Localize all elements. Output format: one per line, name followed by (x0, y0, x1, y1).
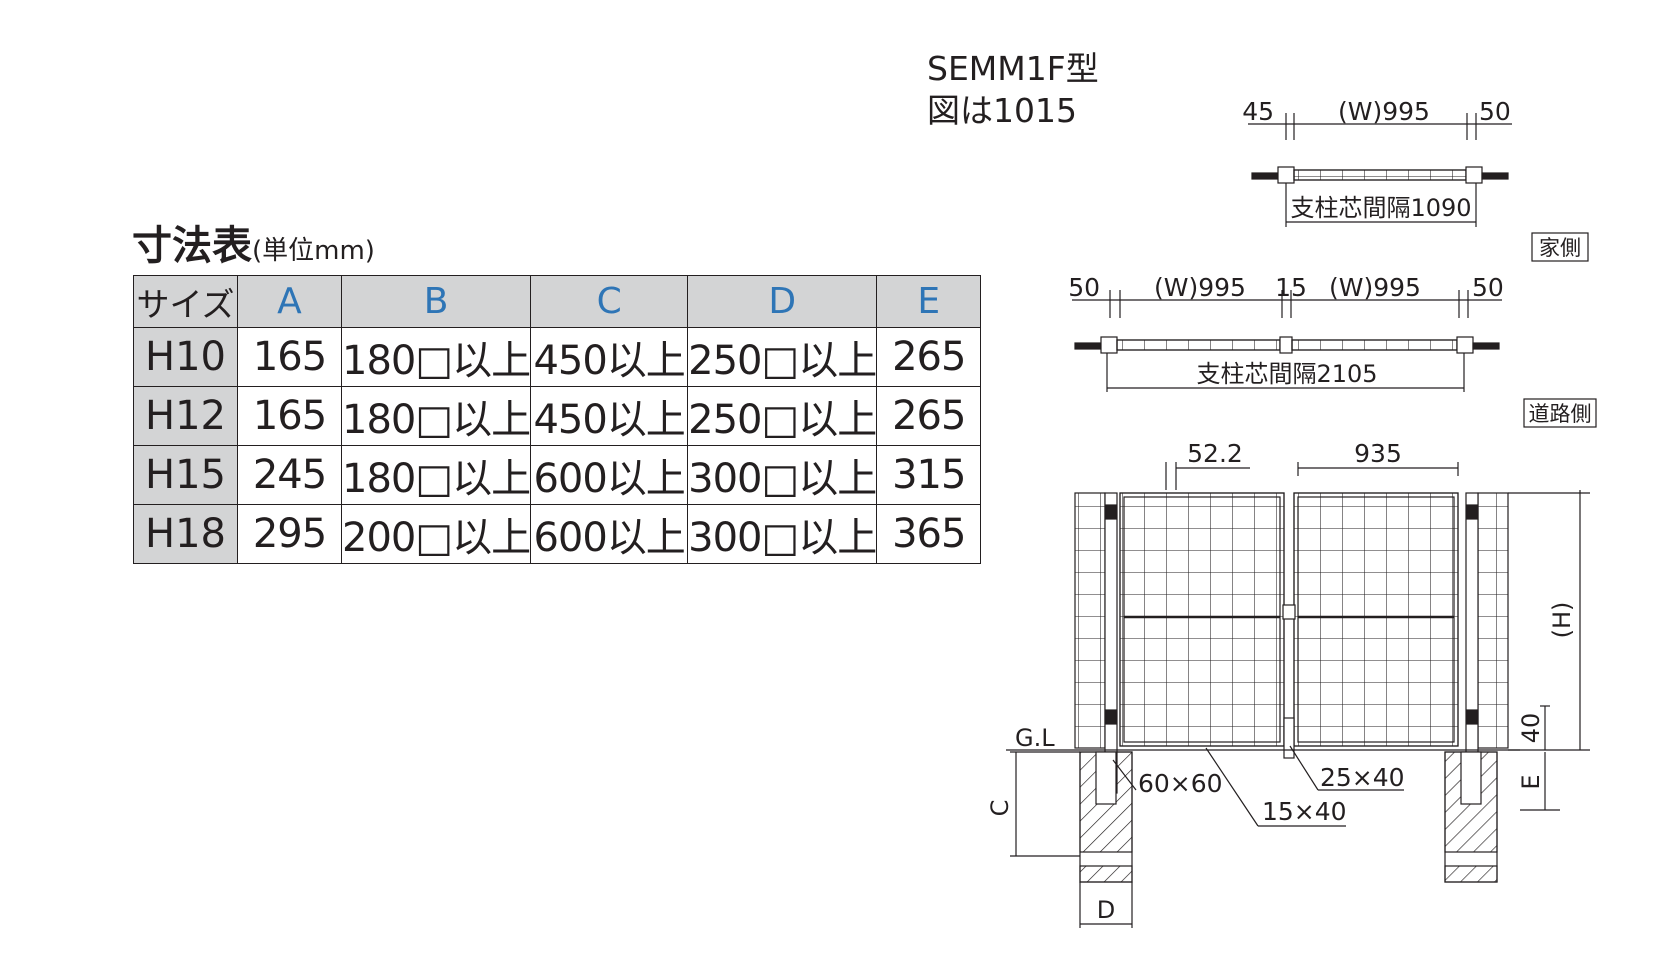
dim-left: 50 (1068, 273, 1100, 302)
header-d: D (687, 275, 878, 328)
dim-40: 40 (1517, 713, 1545, 744)
model-note: 図は1015 (927, 91, 1077, 130)
cell-c: 450以上 (530, 327, 689, 387)
cell-e: 265 (876, 386, 982, 446)
table-header-row: サイズ A B C D E (133, 275, 982, 328)
dim-center: 15 (1275, 273, 1307, 302)
table-row: H10 165 180□以上 450以上 250□以上 265 (133, 327, 982, 387)
cell-e: 265 (876, 327, 982, 387)
row-size: H12 (133, 386, 238, 446)
row-size: H10 (133, 327, 238, 387)
dimension-table: サイズ A B C D E H10 165 180□以上 450以上 250□以… (133, 275, 982, 564)
cell-d: 300□以上 (687, 504, 877, 564)
frame-side-size: 25×40 (1320, 763, 1405, 792)
label-c: C (986, 800, 1014, 817)
cell-b: 180□以上 (340, 327, 531, 387)
model-name: SEMM1F型 (927, 49, 1099, 88)
pitch-label: 支柱芯間隔2105 (1196, 360, 1377, 388)
cell-a: 165 (237, 327, 342, 387)
table-row: H15 245 180□以上 600以上 300□以上 315 (133, 445, 982, 505)
cell-a: 245 (237, 445, 342, 505)
plan-single: 45 (W)995 50 支柱芯間隔1090 家側 (1242, 97, 1589, 262)
table-row: H18 295 200□以上 600以上 300□以上 365 (133, 504, 982, 564)
elevation: 52.2 935 G.L (986, 439, 1590, 928)
cell-d: 250□以上 (687, 327, 877, 387)
header-e: E (876, 275, 982, 328)
label-e: E (1517, 774, 1545, 789)
side-label: 道路側 (1529, 402, 1592, 426)
table-title: 寸法表(単位mm) (132, 226, 375, 266)
table-row: H12 165 180□以上 450以上 250□以上 265 (133, 386, 982, 446)
cell-e: 365 (876, 504, 982, 564)
cell-d: 250□以上 (687, 386, 877, 446)
table-title-text: 寸法表 (132, 223, 252, 269)
table-unit: (単位mm) (252, 236, 375, 266)
post-size: 60×60 (1138, 769, 1223, 798)
header-a: A (237, 275, 342, 328)
header-size: サイズ (133, 275, 238, 328)
pitch-label: 支柱芯間隔1090 (1290, 194, 1471, 222)
row-size: H18 (133, 504, 238, 564)
dim-52: 52.2 (1187, 439, 1243, 468)
cell-c: 450以上 (530, 386, 689, 446)
cell-b: 200□以上 (340, 504, 531, 564)
cell-a: 165 (237, 386, 342, 446)
side-label: 家側 (1539, 236, 1581, 260)
plan-double: 50 (W)995 15 (W)995 50 支柱芯間隔2105 道路側 (1068, 273, 1597, 428)
frame-bottom-size: 15×40 (1262, 797, 1347, 826)
row-size: H15 (133, 445, 238, 505)
label-d: D (1097, 896, 1115, 924)
cell-b: 180□以上 (340, 386, 531, 446)
cell-b: 180□以上 (340, 445, 531, 505)
gl-label: G.L (1015, 724, 1055, 752)
dim-right: 50 (1479, 97, 1511, 126)
dim-935: 935 (1354, 439, 1402, 468)
cell-a: 295 (237, 504, 342, 564)
dim-width-left: (W)995 (1154, 273, 1246, 302)
cell-d: 300□以上 (687, 445, 877, 505)
cell-c: 600以上 (530, 504, 689, 564)
label-h: (H) (1548, 602, 1576, 639)
dim-left: 45 (1242, 97, 1274, 126)
dim-width-right: (W)995 (1329, 273, 1421, 302)
cell-e: 315 (876, 445, 982, 505)
model-caption: SEMM1F型 図は1015 (927, 48, 1099, 132)
dim-right: 50 (1472, 273, 1504, 302)
dim-width: (W)995 (1338, 97, 1430, 126)
